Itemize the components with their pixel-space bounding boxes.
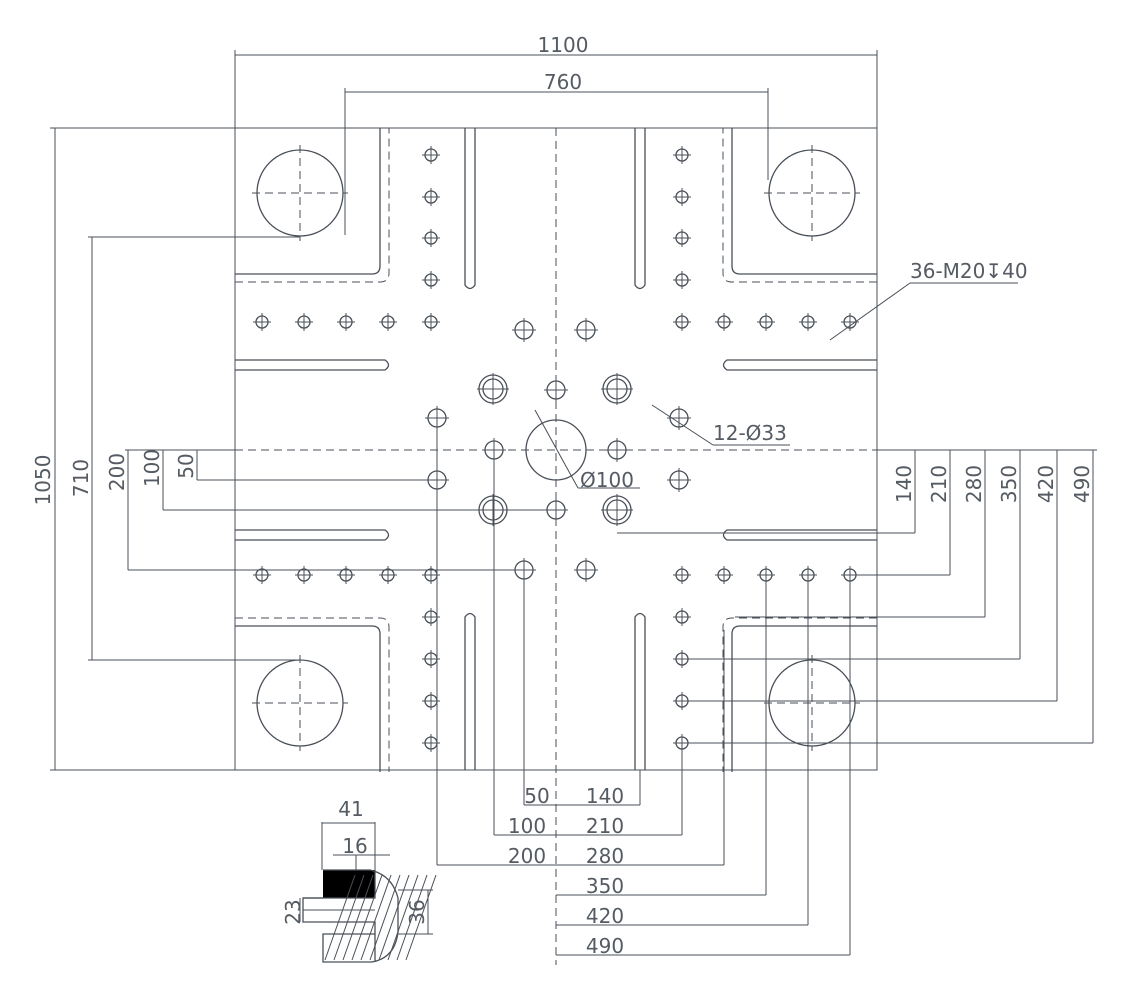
dim-right-350: 350: [997, 465, 1021, 503]
center-hole: [525, 419, 587, 481]
hatch: [387, 874, 419, 961]
dim-overall-width: 1100: [538, 33, 589, 57]
t-slot: [464, 612, 476, 770]
section-width: 41: [338, 797, 363, 821]
slot-section-profile: [302, 869, 399, 963]
slot-section-profile: [303, 870, 376, 962]
hatch: [360, 874, 392, 961]
corner-groove: [235, 128, 381, 275]
dim-left-50: 50: [174, 453, 198, 478]
dim-bottom-420: 420: [586, 904, 624, 928]
dim-bottom-210: 210: [586, 814, 624, 838]
corner-groove-hidden: [722, 617, 877, 772]
corner-groove-hidden: [722, 128, 877, 283]
dim-right-280: 280: [962, 465, 986, 503]
t-slot: [722, 529, 877, 541]
corner-groove: [235, 625, 381, 772]
dim-bottom-140: 140: [586, 784, 624, 808]
leader-center-hole: [534, 409, 579, 489]
t-slot: [235, 359, 390, 371]
dim-bottom-50: 50: [524, 784, 549, 808]
hatch: [396, 874, 428, 961]
dim-right-140: 140: [892, 465, 916, 503]
corner-groove: [731, 128, 877, 275]
dim-left-200: 200: [105, 453, 129, 491]
corner-groove-hidden: [235, 128, 390, 283]
t-slot: [464, 128, 476, 290]
dim-bottom-350: 350: [586, 874, 624, 898]
hatch: [351, 874, 383, 961]
leader-tapped-holes: [829, 282, 911, 341]
dim-right-210: 210: [927, 465, 951, 503]
hatch: [324, 874, 356, 961]
section-neck-height: 23: [281, 899, 305, 924]
note-tapped-holes: 36-M20↧40: [910, 259, 1028, 283]
t-slot: [722, 359, 877, 371]
dim-right-490: 490: [1070, 465, 1094, 503]
hatch: [342, 874, 374, 961]
t-slot: [634, 612, 646, 770]
dim-right-420: 420: [1034, 465, 1058, 503]
section: [323, 870, 375, 898]
dim-bottom-280: 280: [586, 844, 624, 868]
dim-bottom-490: 490: [586, 934, 624, 958]
hatch: [333, 874, 365, 961]
note-center-hole: Ø100: [580, 468, 634, 492]
hatch: [378, 874, 410, 961]
corner-groove: [731, 625, 877, 772]
dim-bottom-200: 200: [508, 844, 546, 868]
t-slot: [235, 529, 390, 541]
dim-bottom-100: 100: [508, 814, 546, 838]
t-slot: [634, 128, 646, 290]
leader-through-holes: [651, 404, 714, 446]
dim-left-100: 100: [140, 449, 164, 487]
hatch: [405, 874, 437, 961]
corner-groove-hidden: [235, 617, 390, 772]
dim-tie-bar-v: 710: [69, 459, 93, 497]
dim-tie-bar-h: 760: [544, 70, 582, 94]
hatch: [369, 874, 401, 961]
section-head-height: 36: [405, 899, 429, 924]
note-through-holes: 12-Ø33: [713, 421, 787, 445]
dim-overall-height: 1050: [31, 455, 55, 506]
section-neck: 16: [342, 834, 367, 858]
